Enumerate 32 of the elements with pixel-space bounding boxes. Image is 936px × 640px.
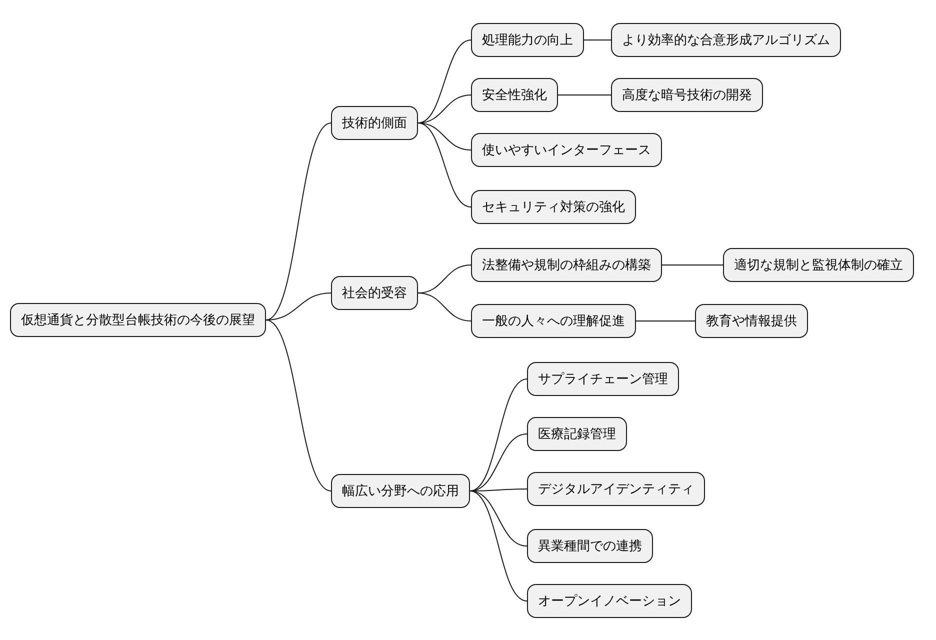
topic-box: セキュリティ対策の強化	[471, 190, 636, 224]
topic-box: オープンイノベーション	[527, 584, 692, 618]
connector-line	[470, 490, 528, 602]
connector-line	[418, 122, 472, 208]
connector-line	[558, 94, 612, 96]
topic-box: 法整備や規制の枠組みの構築	[471, 248, 662, 282]
topic-box: 処理能力の向上	[471, 23, 584, 57]
connector-line	[636, 320, 696, 322]
connector-line	[418, 40, 472, 124]
connector-line	[266, 122, 332, 320]
topic-box: 一般の人々への理解促進	[471, 304, 636, 338]
topic-box: 技術的側面	[331, 106, 418, 140]
topic-box: 幅広い分野への応用	[331, 474, 470, 508]
topic-box: 医療記録管理	[527, 417, 627, 451]
topic-box: 安全性強化	[471, 78, 558, 112]
connector-line	[418, 122, 472, 150]
topic-box: 高度な暗号技術の開発	[611, 78, 763, 112]
connector-line	[266, 320, 332, 492]
topic-box: 社会的受容	[331, 276, 418, 310]
connector-line	[418, 292, 472, 322]
connector-line	[470, 490, 528, 546]
connector-line	[470, 378, 528, 492]
topic-box: 異業種間での連携	[527, 529, 653, 563]
topic-box: 適切な規制と監視体制の確立	[723, 248, 914, 282]
topic-box: 教育や情報提供	[695, 304, 808, 338]
topic-box: より効率的な合意形成アルゴリズム	[611, 23, 841, 57]
topic-box: デジタルアイデンティティ	[527, 472, 705, 506]
connector-line	[266, 292, 332, 320]
topic-box: 仮想通貨と分散型台帳技術の今後の展望	[10, 303, 266, 337]
topic-box: 使いやすいインターフェース	[471, 133, 662, 167]
connector-line	[662, 264, 724, 266]
topic-box: サプライチェーン管理	[527, 362, 679, 396]
